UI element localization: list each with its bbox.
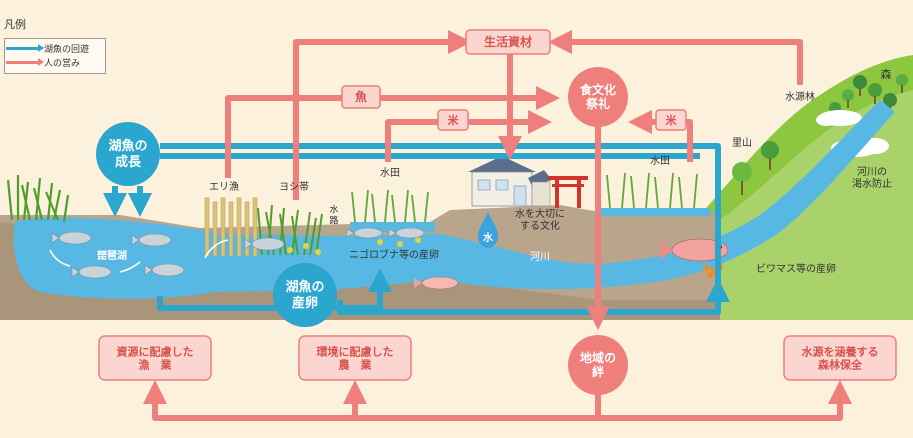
water-drop-label: 水 bbox=[482, 231, 494, 244]
reeds-left bbox=[6, 175, 70, 223]
node-food-culture bbox=[568, 67, 628, 127]
legend-pink-arrow-icon bbox=[6, 58, 44, 66]
node-lake-fish-spawning-label: 湖魚の産卵 bbox=[285, 279, 324, 311]
node-lake-fish-growth bbox=[96, 122, 160, 186]
node-lake-fish-spawning bbox=[273, 263, 337, 327]
legend-blue-arrow-icon bbox=[6, 44, 44, 52]
legend-item-human-activity: 人の営み bbox=[6, 56, 80, 69]
box-rice-2 bbox=[655, 109, 687, 131]
label-water-culture: 水を大切にする文化 bbox=[515, 207, 565, 232]
node-community-bond bbox=[568, 335, 628, 395]
box-fish bbox=[341, 85, 381, 109]
box-agriculture-label: 環境に配慮した農 業 bbox=[317, 344, 394, 371]
torii-gate bbox=[548, 176, 588, 208]
node-lake-fish-growth-label: 湖魚の成長 bbox=[108, 138, 147, 170]
legend-item-migration: 湖魚の回遊 bbox=[6, 42, 89, 55]
label-waterway: 水路 bbox=[329, 204, 338, 227]
water-drop-icon bbox=[478, 212, 498, 248]
box-agriculture bbox=[298, 335, 412, 381]
eri-stakes bbox=[204, 197, 258, 257]
box-fish-label: 魚 bbox=[355, 89, 367, 104]
blue-flow-lines bbox=[103, 143, 730, 315]
house bbox=[468, 156, 552, 207]
lake-swim-arrows bbox=[49, 239, 229, 273]
node-community-bond-label: 地域の絆 bbox=[580, 350, 616, 379]
box-rice-2-label: 米 bbox=[665, 113, 678, 127]
label-river: 河川 bbox=[530, 251, 550, 263]
box-fishery-label: 資源に配慮した漁 業 bbox=[117, 344, 194, 371]
label-flood-prevention: 河川の渇水防止 bbox=[852, 166, 892, 190]
label-paddy-left: 水田 bbox=[380, 167, 400, 179]
label-satoyama: 里山 bbox=[732, 137, 752, 149]
label-paddy-right: 水田 bbox=[650, 155, 670, 167]
box-rice-1-label: 米 bbox=[447, 113, 460, 127]
box-forest-label: 水源を涵養する森林保全 bbox=[802, 344, 879, 371]
legend-item-label: 湖魚の回遊 bbox=[44, 45, 90, 55]
river bbox=[330, 100, 895, 290]
box-fishery bbox=[98, 335, 212, 381]
paddy-right-water bbox=[600, 208, 710, 216]
label-eri-fishing: エリ漁 bbox=[209, 180, 239, 193]
node-food-culture-label: 食文化祭礼 bbox=[579, 82, 616, 111]
rice-left bbox=[351, 189, 429, 223]
legend bbox=[4, 38, 106, 74]
box-living-materials-label: 生活資材 bbox=[484, 34, 532, 49]
pink-fish-icon bbox=[414, 276, 459, 290]
fish-group bbox=[51, 227, 425, 279]
box-forest bbox=[783, 335, 897, 381]
paddy-left-water bbox=[350, 222, 435, 232]
label-biwamasu-spawning: ビワマス等の産卵 bbox=[756, 262, 836, 275]
label-funa-spawning: ニゴロブナ等の産卵 bbox=[349, 248, 439, 261]
rice-right bbox=[606, 172, 698, 209]
legend-title: 凡例 bbox=[4, 18, 26, 31]
label-reed-belt: ヨシ帯 bbox=[279, 180, 309, 193]
box-living-materials bbox=[465, 29, 551, 55]
label-biwako: 琵琶湖 bbox=[97, 249, 127, 262]
box-rice-1 bbox=[437, 109, 469, 131]
legend-item-label: 人の営み bbox=[44, 59, 81, 69]
label-forest: 森 bbox=[881, 67, 892, 81]
label-water-forest: 水源林 bbox=[785, 90, 815, 103]
yellow-flowers bbox=[287, 237, 421, 255]
